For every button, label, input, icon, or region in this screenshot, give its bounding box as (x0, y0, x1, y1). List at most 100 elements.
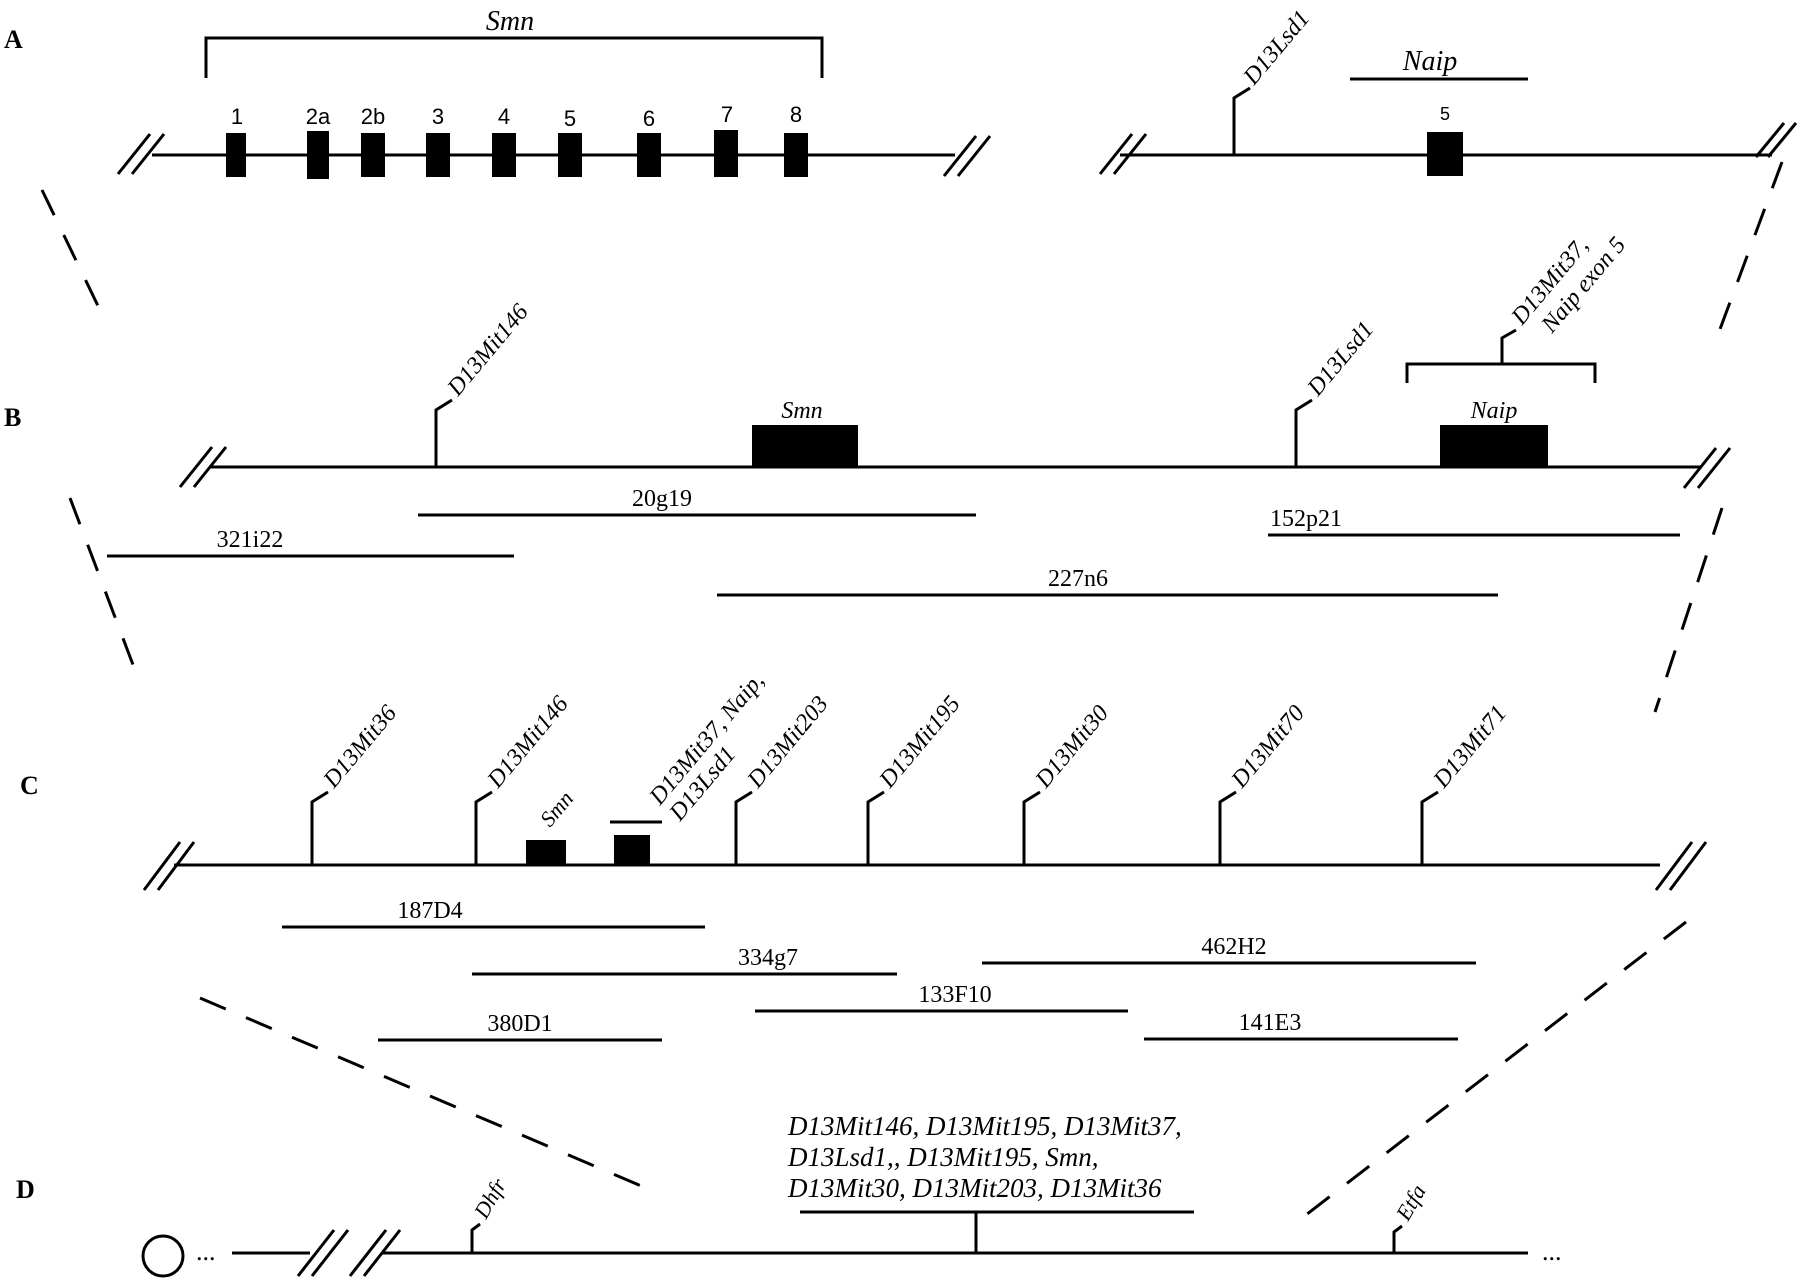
exon-box (637, 133, 661, 177)
break-mark (142, 841, 182, 891)
smn-gene-label: Smn (535, 786, 579, 831)
marker-label: D13Mit30 (1030, 701, 1114, 794)
marker-tick (1392, 1224, 1403, 1253)
panel-b: B D13Mit146 Smn D13Lsd1 D13Mit37, Naip e… (4, 232, 1732, 597)
exon-label: 6 (643, 106, 655, 131)
exon-box (226, 133, 246, 177)
marker-label-d13mit146: D13Mit146 (442, 299, 534, 401)
break-mark (296, 1229, 336, 1277)
region-label-line: D13Lsd1,, D13Mit195, Smn, (787, 1142, 1099, 1172)
break-mark (1668, 841, 1708, 891)
marker-tick (434, 398, 453, 467)
panel-d: D ... ... Dhfr Etfa D13Mit146, D13Mit195… (16, 1111, 1562, 1278)
smn-gene-box (752, 425, 858, 467)
panel-c: C D13Mit36 D13Mit146 Smn D13Mit37, Naip,… (20, 668, 1708, 1042)
exon-box (492, 133, 516, 177)
zoom-guide (1301, 920, 1687, 1220)
naip-gene-label: Naip (1470, 398, 1518, 424)
break-mark (130, 133, 166, 175)
panel-d-label: D (16, 1175, 35, 1204)
exon-label: 8 (790, 102, 802, 127)
marker-label-d13lsd1: D13Lsd1 (1238, 6, 1315, 91)
marker-label: D13Mit195 (874, 691, 966, 793)
marker-tick (1420, 790, 1439, 865)
marker-tick (1232, 86, 1251, 155)
marker-label: D13Mit36 (318, 701, 402, 794)
break-mark (178, 446, 214, 488)
break-mark (116, 133, 152, 175)
naip-exon-bracket (1405, 362, 1597, 383)
clone-label: 141E3 (1239, 1010, 1302, 1036)
naip-exon-label: 5 (1440, 104, 1450, 124)
exon-label: 2b (361, 104, 385, 129)
exon-box (558, 133, 582, 177)
clone-label: 152p21 (1270, 506, 1342, 532)
marker-label-d13lsd1: D13Lsd1 (1302, 317, 1379, 402)
marker-label: D13Mit146 (482, 691, 574, 793)
exon-box (307, 131, 329, 179)
panel-a: A Smn 1 2a 2b 3 4 5 6 7 8 (4, 6, 1798, 179)
exon-box (784, 133, 808, 177)
exon-label: 3 (432, 104, 444, 129)
break-mark (1766, 122, 1798, 158)
clone-label: 187D4 (397, 898, 462, 924)
clone-label: 462H2 (1201, 934, 1266, 960)
marker-tick (734, 790, 753, 865)
clone-label: 334g7 (738, 945, 798, 971)
zoom-guide (1653, 507, 1724, 713)
ellipsis-right: ... (1542, 1237, 1562, 1266)
marker-label: D13Mit70 (1226, 701, 1310, 794)
naip-gene-box (1440, 425, 1548, 467)
naip-gene-box (614, 835, 650, 865)
zoom-guide (1714, 161, 1784, 341)
break-mark (348, 1229, 388, 1277)
zoom-guide (68, 497, 140, 679)
marker-tick (1218, 790, 1237, 865)
exon-label: 7 (721, 102, 733, 127)
naip-title: Naip (1402, 46, 1457, 77)
panel-a-label: A (4, 25, 23, 54)
region-label-line: D13Mit30, D13Mit203, D13Mit36 (787, 1173, 1162, 1203)
marker-tick (310, 790, 329, 865)
break-mark (1696, 447, 1732, 489)
break-mark (156, 841, 196, 891)
smn-bracket (204, 36, 824, 78)
break-mark (310, 1229, 350, 1277)
break-mark (956, 135, 992, 177)
clone-label: 133F10 (918, 982, 991, 1008)
exon-label: 1 (231, 104, 243, 129)
clone-label: 20g19 (632, 486, 692, 512)
marker-tick (474, 790, 493, 865)
naip-exon-box (1427, 132, 1463, 176)
centromere-circle (141, 1234, 185, 1278)
exon-box (714, 130, 738, 177)
zoom-guide (40, 189, 102, 311)
break-mark (942, 135, 978, 177)
marker-label-dhfr: Dhfr (468, 1174, 511, 1224)
ellipsis-left: ... (196, 1237, 216, 1266)
exon-box (426, 133, 450, 177)
marker-label-etfa: Etfa (1390, 1180, 1430, 1225)
smn-gene-box (526, 840, 566, 865)
clone-label: 227n6 (1048, 566, 1108, 592)
marker-tick (1294, 398, 1313, 467)
marker-tick (866, 790, 885, 865)
break-mark (1112, 133, 1148, 175)
marker-label: D13Mit203 (742, 691, 834, 793)
smn-title: Smn (486, 6, 534, 37)
zoom-guide (199, 996, 647, 1190)
region-label-line: D13Mit146, D13Mit195, D13Mit37, (787, 1111, 1182, 1141)
break-mark (1654, 841, 1694, 891)
panel-c-label: C (20, 771, 39, 800)
panel-b-label: B (4, 403, 21, 432)
exon-label: 2a (306, 104, 331, 129)
exon-label: 4 (498, 104, 510, 129)
clone-label: 380D1 (487, 1011, 552, 1037)
exon-label: 5 (564, 106, 576, 131)
marker-tick (470, 1222, 481, 1253)
break-mark (1098, 133, 1134, 175)
marker-tick (1500, 328, 1517, 364)
break-mark (1754, 122, 1786, 158)
break-mark (1682, 447, 1718, 489)
